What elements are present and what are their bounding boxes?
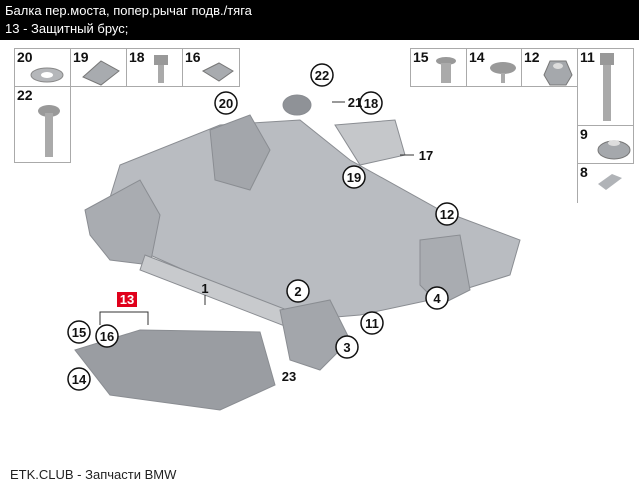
callout-19[interactable]: 19 xyxy=(347,170,361,185)
callout-2[interactable]: 2 xyxy=(294,284,301,299)
clip-icon xyxy=(82,60,120,86)
selected-part: 13 - Защитный брус; xyxy=(5,21,129,36)
callout-22[interactable]: 22 xyxy=(315,68,329,83)
flange-nut-icon xyxy=(597,140,631,160)
part-box-15[interactable]: 15 xyxy=(410,48,467,87)
callout-17[interactable]: 17 xyxy=(419,148,433,163)
part-box-14[interactable]: 14 xyxy=(466,48,522,87)
long-bolt-icon xyxy=(600,53,614,121)
header: Балка пер.моста, попер.рычаг подв./тяга … xyxy=(0,0,639,40)
callout-20[interactable]: 20 xyxy=(219,96,233,111)
callout-23[interactable]: 23 xyxy=(282,369,296,384)
part-box-20[interactable]: 20 xyxy=(14,48,71,87)
callout-14[interactable]: 14 xyxy=(72,372,87,387)
washer-icon xyxy=(30,67,64,83)
callout-15[interactable]: 15 xyxy=(72,325,86,340)
diagram-title: Балка пер.моста, попер.рычаг подв./тяга xyxy=(5,3,252,18)
callout-4[interactable]: 4 xyxy=(433,291,441,306)
part-box-18[interactable]: 18 xyxy=(126,48,183,87)
clip-nut-icon xyxy=(201,62,234,82)
callout-1[interactable]: 1 xyxy=(201,281,208,296)
part-box-8[interactable]: 8 xyxy=(577,163,634,203)
part-box-16[interactable]: 16 xyxy=(182,48,240,87)
part-box-9[interactable]: 9 xyxy=(577,125,634,164)
callout-18[interactable]: 18 xyxy=(364,96,378,111)
part-box-11[interactable]: 11 xyxy=(577,48,634,126)
part-box-19[interactable]: 19 xyxy=(70,48,127,87)
bracket-icon xyxy=(598,174,622,190)
expansion-nut-icon xyxy=(436,57,456,83)
callout-3[interactable]: 3 xyxy=(343,340,350,355)
bolt-icon xyxy=(154,55,168,83)
part-box-22[interactable]: 22 xyxy=(14,86,71,163)
callout-11[interactable]: 11 xyxy=(365,316,379,331)
callout-12[interactable]: 12 xyxy=(440,207,454,222)
hex-nut-icon xyxy=(543,60,573,86)
part-box-12[interactable]: 12 xyxy=(521,48,578,87)
screw-icon xyxy=(490,62,516,83)
callout-13[interactable]: 13 xyxy=(120,292,134,307)
subframe-diagram: 22 21 20 18 17 19 12 2 1 13 15 16 14 4 1… xyxy=(67,63,521,411)
callout-21[interactable]: 21 xyxy=(348,95,362,110)
callout-16[interactable]: 16 xyxy=(100,329,114,344)
footer-watermark: ETK.CLUB - Запчасти BMW xyxy=(10,467,177,482)
long-bolt-icon xyxy=(38,105,60,157)
